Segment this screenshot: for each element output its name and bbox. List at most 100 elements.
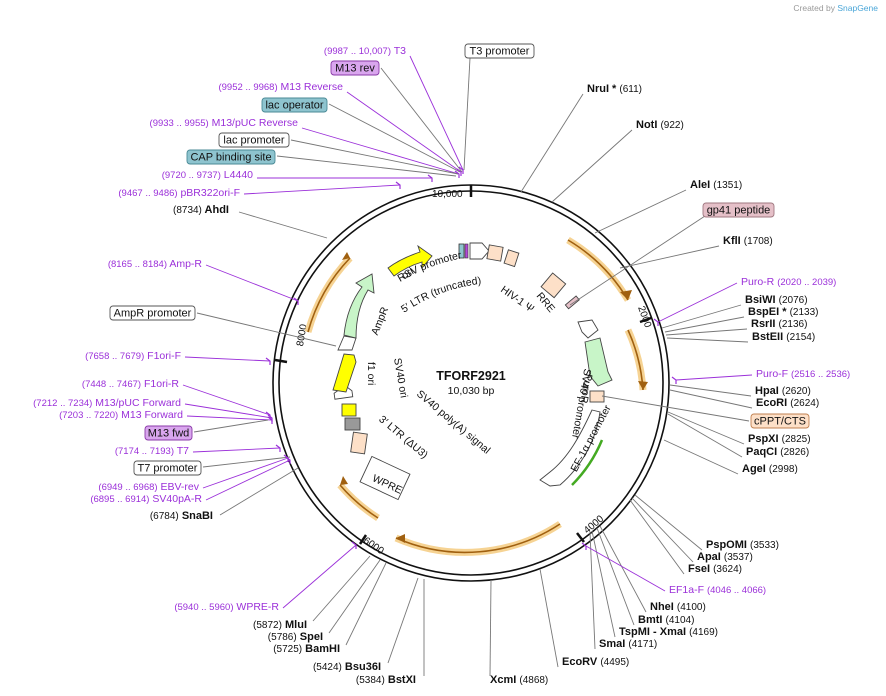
primer-position: (9987 .. 10,007) [324, 46, 391, 57]
feature-box-text: cPPT/CTS [754, 416, 806, 428]
feature-box-text: M13 fwd [148, 428, 190, 440]
enzyme-leader [629, 499, 685, 575]
feature-leader [328, 103, 461, 173]
enzyme-position: (1351) [713, 180, 742, 191]
enzyme-leader [667, 411, 745, 445]
feature-box-text: lac operator [265, 100, 323, 112]
orf-arrowhead [342, 252, 350, 260]
enzyme-leader [661, 304, 742, 329]
enzyme-leader [666, 337, 749, 343]
enzyme-name: NheI [650, 601, 674, 613]
enzyme-position: (2825) [782, 434, 811, 445]
orf-arc-top-right [566, 236, 632, 302]
enzyme-leader [663, 439, 739, 475]
feature-label-sv40pa: SV40 poly(A) signal [414, 388, 492, 456]
feature-box [186, 149, 276, 165]
enzyme-leader [219, 467, 299, 516]
primer-position: (9933 .. 9955) [150, 118, 209, 129]
primer-marker [671, 376, 677, 384]
enzyme-leader [238, 211, 328, 239]
primer-marker [454, 170, 460, 178]
primer-name: EBV-rev [160, 481, 199, 493]
enzyme-name: BamHI [305, 643, 340, 655]
primer-label: EF1a-F (4046 .. 4066) [669, 584, 766, 596]
primer-label: Puro-R (2020 .. 2039) [741, 276, 836, 288]
primer-label: (6895 .. 6914) SV40pA-R [90, 493, 202, 505]
primer-name: T3 [394, 45, 406, 57]
feature-rre [540, 272, 567, 299]
enzyme-label: EcoRI (2624) [756, 397, 819, 409]
primer-leader [192, 447, 281, 453]
enzyme-position: (5786) [268, 632, 297, 643]
feature-ori [387, 244, 433, 277]
enzyme-label: NheI (4100) [650, 601, 706, 613]
feature-leader [569, 215, 706, 306]
feature-label-ori: ori [400, 266, 416, 282]
enzyme-label: RsrII (2136) [751, 318, 807, 330]
orf-arrowhead [620, 290, 632, 300]
enzyme-label: (6784) SnaBI [150, 510, 213, 522]
enzyme-position: (2076) [779, 295, 808, 306]
enzyme-label: AleI (1351) [690, 179, 742, 191]
enzyme-position: (4868) [519, 675, 548, 686]
primer-position: (2020 .. 2039) [777, 277, 836, 288]
primer-name: F1ori-F [147, 350, 181, 362]
primer-position: (6949 .. 6968) [98, 482, 157, 493]
feature-box-text: T3 promoter [470, 46, 530, 58]
enzyme-position: (3533) [750, 540, 779, 551]
feature-leader [202, 456, 291, 468]
feature-box-label: lac promoter [218, 132, 290, 148]
tick-6000 [358, 534, 368, 545]
primer-leader [657, 282, 738, 323]
enzyme-name: AgeI [742, 463, 766, 475]
enzyme-name: BspEI * [748, 306, 787, 318]
feature-leader [601, 395, 750, 422]
orf-arrowheads [340, 252, 648, 543]
primer-position: (8165 .. 8184) [108, 259, 167, 270]
feature-rsv-promoter [469, 242, 490, 260]
orf-arrowhead [638, 381, 648, 390]
feature-label-f1ori: f1 ori [365, 362, 377, 385]
enzyme-leader [489, 579, 492, 677]
primer-marker [265, 357, 271, 365]
enzyme-leader [520, 93, 584, 193]
primer-name: M13/pUC Forward [95, 397, 181, 409]
primer-leader [585, 545, 666, 592]
feature-amp-promoter [337, 335, 357, 351]
primer-leader [205, 459, 291, 501]
plasmid-length: 10,030 bp [448, 385, 495, 397]
enzyme-leader [589, 531, 596, 650]
primer-label: Puro-F (2516 .. 2536) [756, 368, 850, 380]
feature-label-ltr3: 3′ LTR (ΔU3) [376, 413, 430, 461]
feature-leader [196, 312, 337, 347]
enzyme-leader [596, 527, 635, 626]
enzyme-position: (2154) [786, 332, 815, 343]
primer-marker [458, 166, 464, 174]
feature-leader [193, 419, 269, 433]
enzyme-label: (5725) BamHI [273, 643, 340, 655]
feature-f1-block [341, 403, 357, 417]
enzyme-name: AleI [690, 179, 710, 191]
primer-position: (9467 .. 9486) [118, 188, 177, 199]
enzyme-name: Bsu36I [345, 661, 381, 673]
primer-leader [675, 374, 753, 381]
primer-name: M13/pUC Reverse [212, 117, 299, 129]
enzyme-position: (922) [660, 120, 683, 131]
primer-label: (9720 .. 9737) L4440 [162, 169, 253, 181]
feature-box-text: gp41 peptide [707, 205, 771, 217]
primer-position: (5940 .. 5960) [174, 602, 233, 613]
enzyme-name: AhdI [205, 204, 229, 216]
primer-leader [184, 356, 271, 362]
feature-box-text: lac promoter [223, 135, 284, 147]
enzyme-position: (2620) [782, 386, 811, 397]
enzyme-position: (2998) [769, 464, 798, 475]
enzyme-label: FseI (3624) [688, 563, 742, 575]
tick-8000 [274, 358, 288, 364]
enzyme-name: HpaI [755, 385, 779, 397]
enzyme-label: SmaI (4171) [599, 638, 657, 650]
enzyme-label: KflI (1708) [723, 235, 773, 247]
feature-label-sv40ori: SV40 ori [391, 357, 410, 399]
enzyme-name: BsiWI [745, 294, 776, 306]
primer-marker [456, 168, 462, 176]
